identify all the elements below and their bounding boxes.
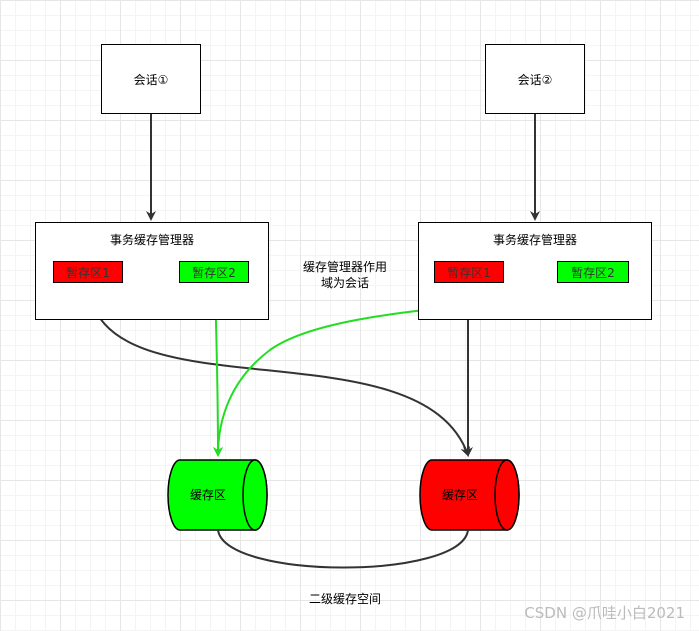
transaction-cache-manager-2[interactable]: 事务缓存管理器 暂存区1 暂存区2 [418, 222, 652, 320]
manager1-title: 事务缓存管理器 [109, 233, 194, 247]
manager2-stage2-label: 暂存区2 [571, 265, 615, 280]
manager1-stage2[interactable]: 暂存区2 [179, 261, 249, 283]
connector-m1-stage1-to-red-cache [88, 281, 471, 457]
cache-green-label: 缓存区 [189, 488, 226, 502]
manager1-stage1[interactable]: 暂存区1 [53, 261, 123, 283]
cache-red-cylinder [419, 459, 520, 531]
transaction-cache-manager-1[interactable]: 事务缓存管理器 暂存区1 暂存区2 [35, 222, 269, 320]
l2-space-connector [217, 529, 469, 569]
cache-green-cylinder [167, 459, 268, 531]
manager1-stage1-label: 暂存区1 [66, 265, 110, 280]
session2-label: 会话② [517, 72, 553, 87]
session2-box[interactable]: 会话② [485, 44, 585, 114]
manager2-stage2[interactable]: 暂存区2 [557, 261, 629, 283]
l2-cache-space-label: 二级缓存空间 [308, 592, 381, 606]
csdn-watermark: CSDN @爪哇小白2021 [524, 604, 685, 622]
scope-note-line1: 缓存管理器作用 [302, 260, 387, 274]
scope-note-line2: 域为会话 [320, 276, 369, 290]
scope-note: 缓存管理器作用 域为会话 [293, 259, 397, 291]
session1-label: 会话① [133, 72, 169, 87]
session1-box[interactable]: 会话① [101, 44, 201, 114]
manager2-title: 事务缓存管理器 [492, 233, 577, 247]
cache-red-label: 缓存区 [441, 488, 478, 502]
manager2-stage1[interactable]: 暂存区1 [434, 261, 504, 283]
manager1-stage2-label: 暂存区2 [192, 265, 236, 280]
manager2-stage1-label: 暂存区1 [447, 265, 491, 280]
